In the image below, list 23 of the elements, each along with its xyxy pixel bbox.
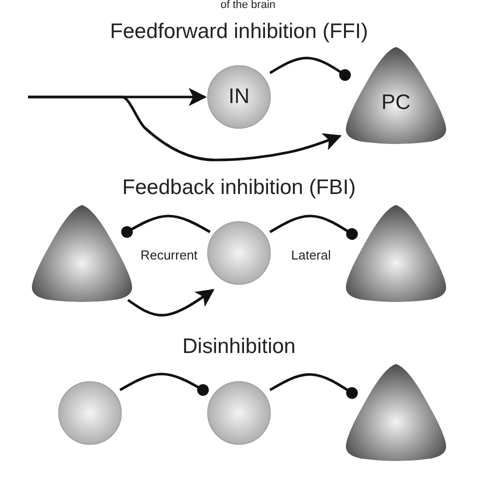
arrow	[127, 288, 214, 316]
section-heading: Disinhibition	[182, 335, 296, 359]
edge-label: Recurrent	[139, 248, 199, 262]
interneuron-circle	[207, 221, 271, 285]
inhibitory-connector	[269, 214, 358, 240]
inhibitory-connector	[119, 372, 209, 396]
pyramidal-cell	[344, 47, 448, 143]
arrow	[28, 96, 342, 162]
inhibitory-connector	[269, 56, 351, 81]
interneuron-circle	[207, 381, 271, 445]
edge-label: Lateral	[290, 248, 332, 262]
cell-label: PC	[381, 91, 411, 115]
interneuron-circle	[207, 65, 271, 129]
section-heading: Feedforward inhibition (FFI)	[110, 20, 368, 44]
inhibitory-connector	[269, 373, 358, 399]
inhibitory-connector	[121, 214, 211, 238]
pyramidal-cell	[344, 364, 448, 460]
pyramidal-cell	[344, 205, 448, 301]
interneuron-circle	[58, 381, 122, 445]
cell-label: IN	[228, 85, 250, 109]
pyramidal-cell	[30, 205, 134, 301]
caption-fragment: of the brain	[220, 0, 276, 11]
section-heading: Feedback inhibition (FBI)	[122, 176, 356, 200]
